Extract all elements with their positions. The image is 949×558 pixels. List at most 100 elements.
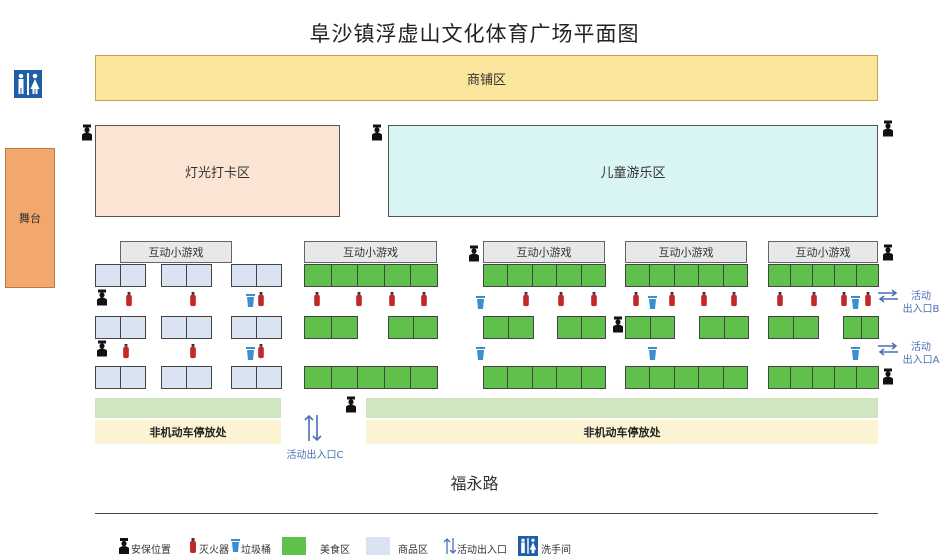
trash-bin-icon [246, 347, 255, 360]
food-stall [722, 264, 748, 287]
food-stall [304, 316, 332, 339]
restroom-icon [14, 70, 42, 98]
food-stall [723, 316, 749, 339]
trash-bin-icon [476, 347, 485, 360]
fire-extinguisher-icon [557, 292, 565, 307]
kids-play-zone: 儿童游乐区 [388, 125, 878, 217]
parking-left: 非机动车停放处 [95, 420, 281, 444]
food-stall [357, 264, 385, 287]
food-stall [834, 264, 857, 287]
fire-extinguisher-icon [840, 292, 848, 307]
food-stall [625, 366, 651, 389]
food-stall [556, 366, 582, 389]
goods-stall [161, 366, 187, 389]
fire-extinguisher-icon [590, 292, 598, 307]
goods-stall [120, 316, 146, 339]
food-stall [699, 316, 725, 339]
fire-extinguisher-icon [189, 344, 197, 359]
food-stall [580, 264, 606, 287]
food-stall [834, 366, 857, 389]
security-guard-icon [96, 340, 108, 357]
food-stall [557, 316, 582, 339]
food-stall [483, 316, 509, 339]
goods-stall [95, 366, 121, 389]
food-stall [410, 264, 438, 287]
food-stall [856, 366, 879, 389]
legend-goods-swatch [366, 537, 390, 555]
goods-stall [186, 264, 212, 287]
food-stall [383, 264, 412, 287]
game-zone-2: 互动小游戏 [304, 241, 437, 263]
security-guard-icon [882, 120, 894, 137]
fire-extinguisher-icon [355, 292, 363, 307]
goods-stall [231, 366, 257, 389]
food-stall [412, 316, 438, 339]
goods-stall [256, 316, 282, 339]
food-stall [768, 264, 791, 287]
food-stall [790, 264, 813, 287]
food-stall [388, 316, 414, 339]
trash-bin-icon [851, 296, 860, 309]
entrance-b-arrow-icon [876, 289, 900, 303]
trash-bin-icon [851, 347, 860, 360]
food-stall [698, 366, 724, 389]
food-stall [383, 366, 412, 389]
food-stall [812, 366, 835, 389]
food-stall [330, 264, 359, 287]
fire-extinguisher-icon [810, 292, 818, 307]
goods-stall [231, 316, 257, 339]
legend-extinguisher-label: 灭火器 [199, 545, 229, 556]
fire-extinguisher-icon [700, 292, 708, 307]
stage-zone: 舞台 [5, 148, 55, 288]
food-stall [330, 366, 359, 389]
page-title: 阜沙镇浮虚山文化体育广场平面图 [309, 22, 640, 46]
food-stall [581, 316, 606, 339]
food-stall [843, 316, 862, 339]
game-zone-3: 互动小游戏 [483, 241, 605, 263]
food-stall [673, 264, 700, 287]
food-stall [580, 366, 606, 389]
security-guard-icon [371, 124, 383, 141]
food-stall [698, 264, 724, 287]
food-stall [507, 264, 533, 287]
road-label: 福永路 [450, 474, 499, 493]
goods-stall [256, 366, 282, 389]
goods-stall [95, 316, 121, 339]
food-stall [768, 366, 791, 389]
entrance-a-arrow-icon [876, 342, 900, 356]
security-guard-icon [612, 316, 624, 333]
legend-food-swatch [282, 537, 306, 555]
food-stall [483, 264, 509, 287]
food-stall [304, 366, 332, 389]
legend-trash-label: 垃圾桶 [241, 545, 271, 556]
parking-right: 非机动车停放处 [366, 420, 878, 444]
food-stall [357, 366, 385, 389]
shops-zone: 商铺区 [95, 55, 878, 101]
trash-bin-icon [476, 296, 485, 309]
security-guard-icon [81, 124, 93, 141]
fire-extinguisher-icon [776, 292, 784, 307]
trash-bin-icon [246, 294, 255, 307]
fire-extinguisher-icon [632, 292, 640, 307]
food-stall [649, 366, 675, 389]
game-zone-4: 互动小游戏 [625, 241, 747, 263]
legend-food-label: 美食区 [320, 545, 350, 556]
entrance-c-arrow-icon [302, 413, 324, 443]
security-guard-icon [882, 368, 894, 385]
food-stall [625, 264, 651, 287]
goods-stall [186, 316, 212, 339]
legend-security-icon [118, 538, 130, 554]
food-stall [856, 264, 879, 287]
legend-entrance-icon [443, 537, 457, 555]
entrance-c-label: 活动出入口C [286, 450, 344, 461]
food-stall [330, 316, 358, 339]
fire-extinguisher-icon [388, 292, 396, 307]
green-belt-right [366, 398, 878, 418]
entrance-a-label: 活动 出入口A [902, 342, 940, 366]
security-guard-icon [468, 245, 480, 262]
food-stall [531, 264, 558, 287]
food-stall [556, 264, 582, 287]
fire-extinguisher-icon [125, 292, 133, 307]
food-stall [793, 316, 819, 339]
food-stall [860, 316, 879, 339]
